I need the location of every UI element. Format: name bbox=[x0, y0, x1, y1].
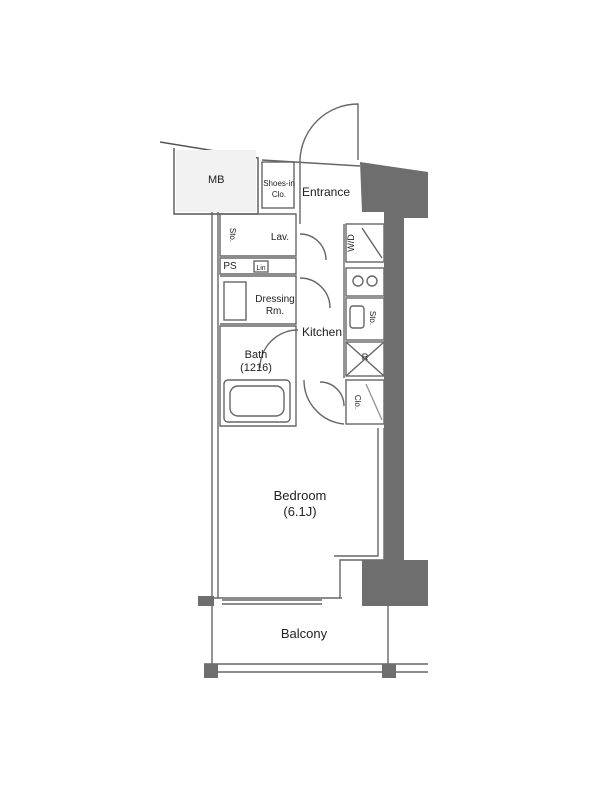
balcony-post-right bbox=[382, 664, 396, 678]
burner2 bbox=[366, 275, 378, 287]
washer-dryer-label: W/D bbox=[346, 234, 356, 252]
entrance-label: Entrance bbox=[302, 185, 350, 199]
burner1 bbox=[352, 275, 364, 287]
mb-label: MB bbox=[208, 174, 225, 186]
column-southeast bbox=[362, 560, 428, 606]
lav-wall bbox=[219, 213, 297, 257]
shoes-closet-label-1: Shoes-in bbox=[263, 179, 295, 188]
bathtub-inner bbox=[229, 385, 285, 417]
sink-box bbox=[345, 297, 385, 341]
bathtub-outer bbox=[223, 379, 291, 423]
bath-door-arc bbox=[259, 329, 299, 369]
column-northeast bbox=[360, 162, 428, 218]
washbasin bbox=[223, 281, 247, 321]
bath-label-1: Bath bbox=[245, 349, 268, 361]
dressing-door-arc bbox=[299, 277, 331, 309]
entrance-top-wall bbox=[261, 159, 361, 167]
columns bbox=[198, 162, 428, 678]
lavatory-label: Lav. bbox=[271, 232, 289, 243]
lav-storage-label: Sto. bbox=[228, 228, 237, 242]
closet-box bbox=[345, 379, 385, 425]
mb-fill bbox=[176, 150, 256, 212]
column-southwest bbox=[198, 596, 214, 606]
closet-label: Clo. bbox=[353, 395, 362, 409]
bath-label-2: (1216) bbox=[240, 362, 272, 374]
closet-hatch bbox=[365, 383, 383, 421]
kitchen-storage-label: Sto. bbox=[368, 311, 377, 325]
bedroom-east-wall-inner bbox=[334, 428, 379, 557]
lin-box bbox=[253, 260, 269, 273]
shoes-closet-box bbox=[261, 161, 295, 209]
pipe-space-label: PS bbox=[223, 261, 237, 272]
stove-box bbox=[345, 267, 385, 297]
refrigerator-label: R bbox=[362, 352, 369, 362]
bedroom-door-arc bbox=[303, 379, 345, 425]
lav-door-arc bbox=[299, 233, 327, 261]
bath-wall bbox=[219, 325, 297, 427]
dressing-wall bbox=[220, 275, 297, 325]
room-labels: MB Shoes-in Clo. Entrance Sto. Lav. W/D … bbox=[208, 174, 377, 641]
bedroom-label-1: Bedroom bbox=[274, 488, 327, 503]
wd-cross1 bbox=[361, 227, 383, 259]
balcony-label: Balcony bbox=[281, 626, 328, 641]
dressing-label-2: Rm. bbox=[266, 306, 284, 317]
balcony-post-left bbox=[204, 664, 218, 678]
dressing-label-1: Dressing bbox=[255, 294, 294, 305]
column-east-wall bbox=[384, 212, 404, 560]
linen-label: Lin bbox=[256, 265, 265, 272]
ps-row-wall bbox=[219, 257, 297, 275]
walls bbox=[159, 103, 428, 673]
closet-door-arc bbox=[319, 381, 345, 407]
shoes-closet-label-2: Clo. bbox=[272, 190, 286, 199]
fridge-x2 bbox=[345, 341, 385, 377]
bedroom-label-2: (6.1J) bbox=[283, 504, 316, 519]
sink-basin bbox=[349, 305, 365, 329]
kitchen-label: Kitchen bbox=[302, 325, 342, 339]
entrance-door-arc bbox=[299, 103, 359, 161]
